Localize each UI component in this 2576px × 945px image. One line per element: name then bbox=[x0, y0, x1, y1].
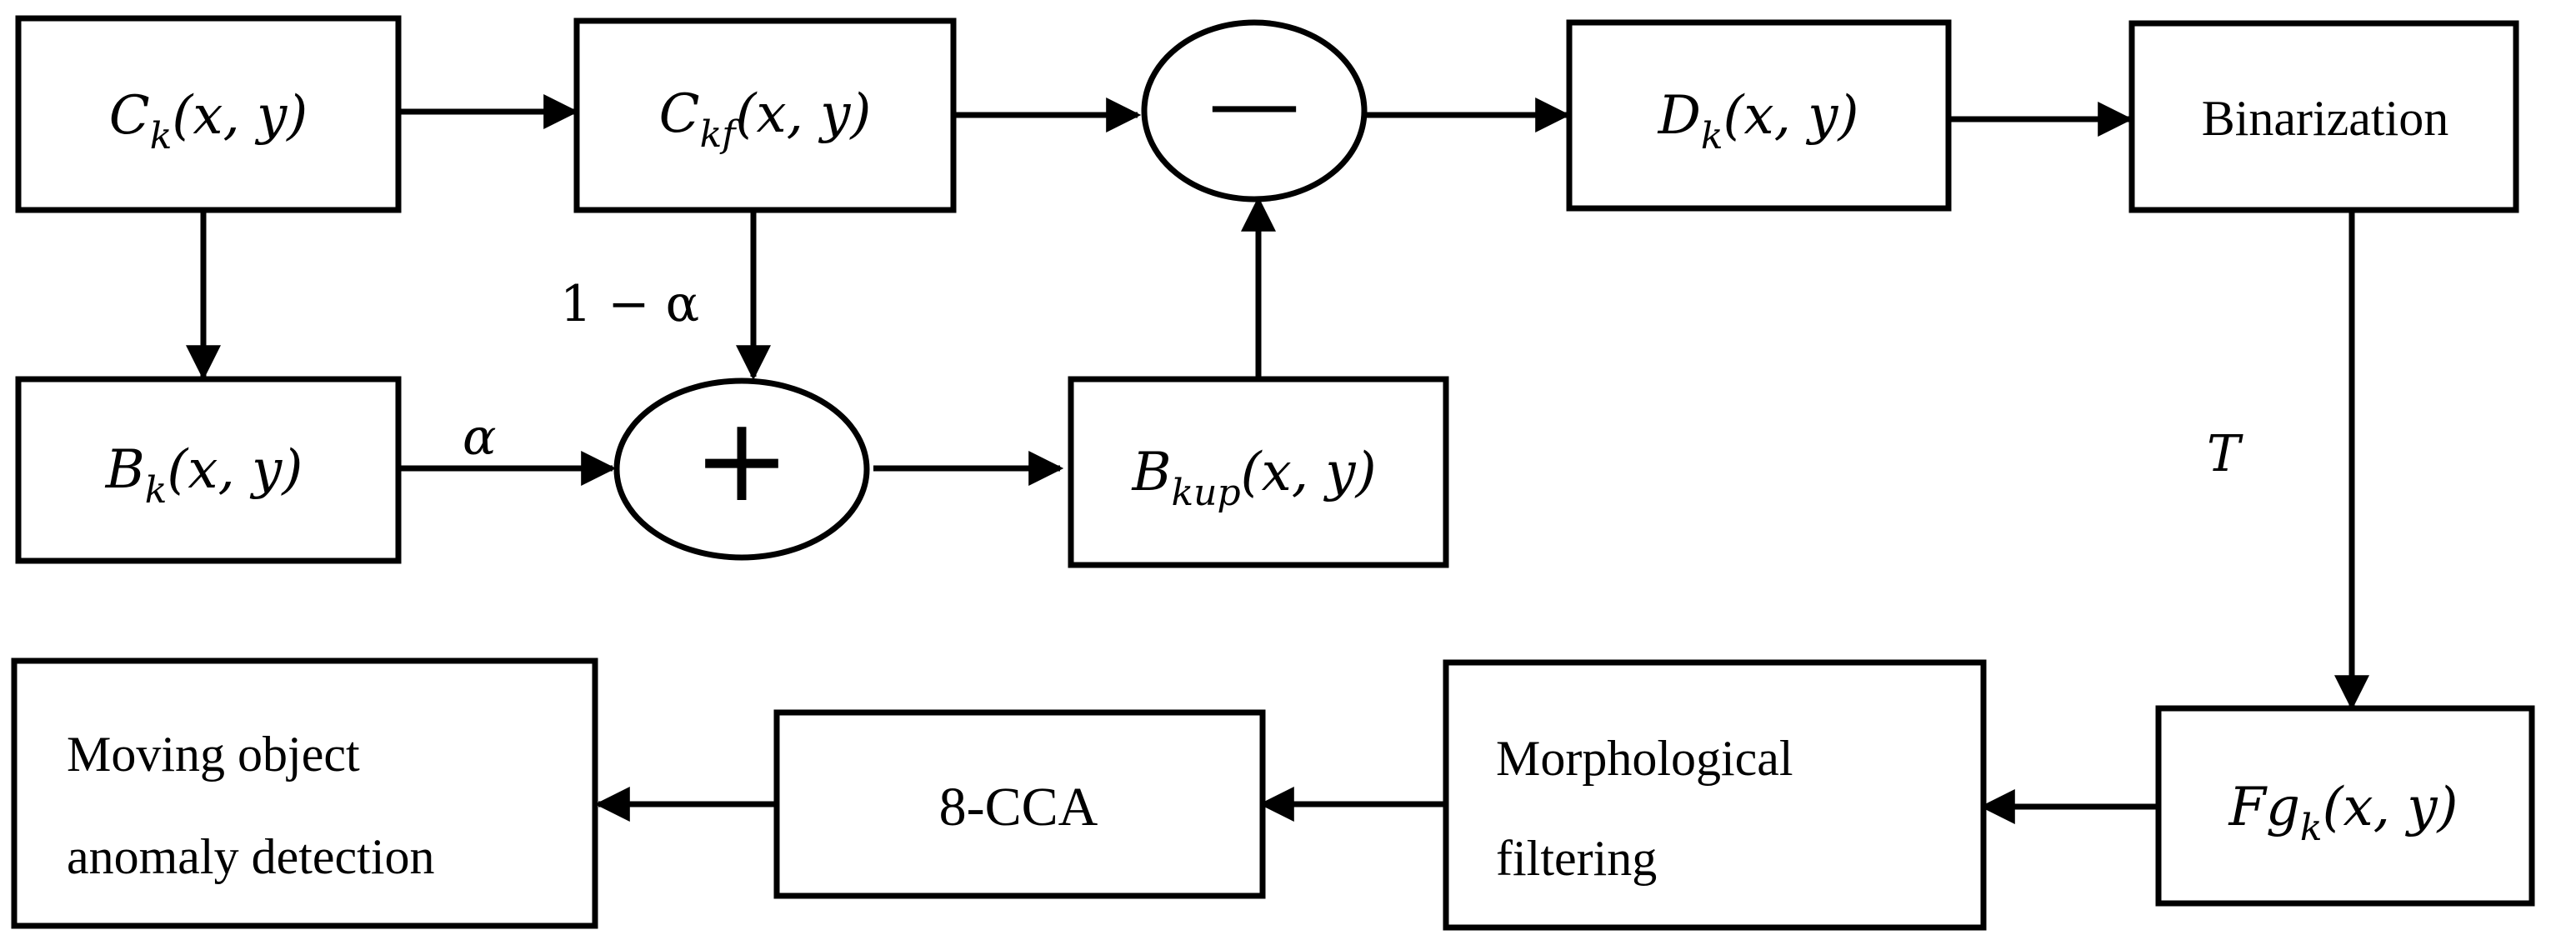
node-cca-box bbox=[773, 709, 1266, 899]
edge-label-one-minus-alpha: 1 − α bbox=[560, 275, 699, 333]
node-anomaly-box bbox=[11, 658, 598, 929]
node-add-circle bbox=[613, 378, 870, 561]
node-ckf-base: C bbox=[659, 83, 700, 145]
edge-labels: 1 − α α T bbox=[463, 275, 2243, 483]
node-bkup-args: (x, y) bbox=[1241, 442, 1377, 503]
node-bk-sub: k bbox=[145, 469, 168, 512]
node-bk-label: Bk(x, y) bbox=[105, 439, 303, 512]
node-labels: Ck(x, y) Ckf(x, y) — Dk(x, y) Binarizati… bbox=[67, 48, 2458, 886]
node-anomaly-line1: Moving object bbox=[67, 727, 360, 782]
node-ck-label: Ck(x, y) bbox=[109, 85, 308, 158]
node-fgk-box bbox=[2155, 705, 2535, 907]
edge-label-threshold: T bbox=[2207, 425, 2243, 483]
node-subtract-symbol: — bbox=[1208, 48, 1300, 155]
node-fgk-sub: k bbox=[2300, 807, 2323, 849]
node-ck-args: (x, y) bbox=[172, 85, 308, 147]
node-ck-sub: k bbox=[150, 115, 173, 158]
node-dk-base: D bbox=[1658, 85, 1701, 147]
node-ckf-label: Ckf(x, y) bbox=[659, 83, 872, 156]
node-subtract-circle bbox=[1141, 19, 1368, 202]
node-bkup-box bbox=[1068, 376, 1449, 568]
node-bk-box bbox=[15, 376, 402, 564]
node-morph-line2: filtering bbox=[1496, 831, 1657, 886]
node-dk-box bbox=[1566, 19, 1952, 212]
node-binarization-box bbox=[2128, 20, 2519, 213]
node-add-symbol: + bbox=[693, 392, 790, 528]
node-bk-base: B bbox=[105, 439, 145, 501]
node-ckf-box bbox=[573, 18, 957, 213]
node-bkup-sub: kup bbox=[1171, 472, 1240, 514]
node-morph-box bbox=[1443, 659, 1987, 931]
node-bkup-base: B bbox=[1131, 442, 1171, 503]
node-fgk-base: Fg bbox=[2228, 777, 2300, 838]
node-dk-sub: k bbox=[1701, 115, 1723, 158]
node-fgk-label: Fgk(x, y) bbox=[2228, 777, 2458, 849]
node-bkup-label: Bkup(x, y) bbox=[1131, 442, 1376, 514]
node-binarization-label: Binarization bbox=[2202, 91, 2449, 146]
node-morph-line1: Morphological bbox=[1496, 731, 1793, 786]
node-cca-label: 8-CCA bbox=[939, 777, 1098, 838]
nodes bbox=[11, 15, 2535, 931]
node-ckf-args: (x, y) bbox=[736, 83, 872, 145]
node-fgk-args: (x, y) bbox=[2323, 777, 2458, 838]
edges bbox=[186, 94, 2369, 824]
node-dk-label: Dk(x, y) bbox=[1658, 85, 1859, 158]
node-bk-args: (x, y) bbox=[167, 439, 303, 501]
node-ck-box bbox=[15, 15, 402, 213]
edge-label-alpha: α bbox=[463, 408, 497, 467]
node-ck-base: C bbox=[109, 85, 150, 147]
node-anomaly-line2: anomaly detection bbox=[67, 829, 435, 884]
node-dk-args: (x, y) bbox=[1723, 85, 1859, 147]
node-ckf-sub: kf bbox=[700, 113, 742, 156]
